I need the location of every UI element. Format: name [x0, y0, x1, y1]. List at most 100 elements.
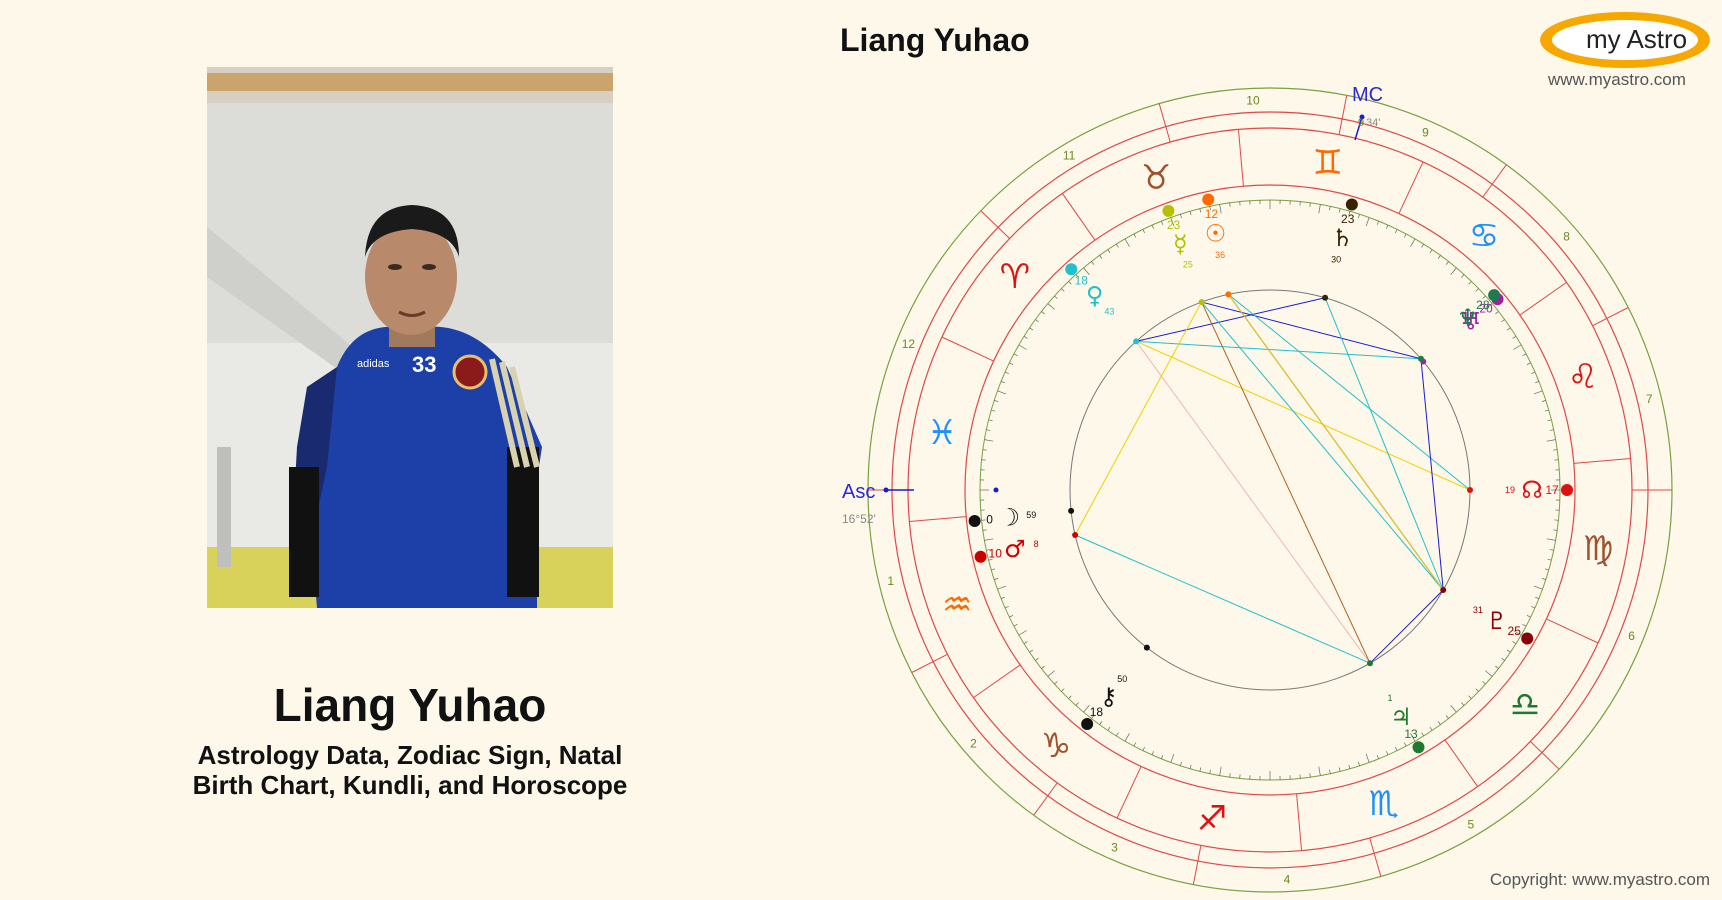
- planet-degree: 28: [1476, 298, 1490, 312]
- pluto-icon: ♇: [1486, 607, 1508, 635]
- site-url[interactable]: www.myastro.com: [1548, 70, 1686, 89]
- degree-tick: [1309, 202, 1311, 207]
- degree-tick: [986, 549, 991, 551]
- degree-tick: [1506, 327, 1511, 331]
- degree-tick: [1013, 353, 1018, 357]
- degree-tick: [1526, 362, 1531, 365]
- degree-tick: [1495, 311, 1499, 315]
- degree-tick: [1004, 371, 1009, 374]
- cancer-sign-icon: ♋: [1469, 216, 1499, 256]
- person-name: Liang Yuhao: [273, 679, 547, 731]
- degree-tick: [1421, 732, 1424, 737]
- aspect-point: [1322, 294, 1329, 301]
- aspect-point: [1068, 507, 1075, 514]
- degree-tick: [1501, 657, 1505, 661]
- moon-icon: ☽: [999, 503, 1021, 531]
- degree-tick: [1482, 681, 1486, 685]
- degree-tick: [1199, 767, 1202, 772]
- degree-tick: [1376, 220, 1379, 225]
- degree-tick: [994, 400, 999, 402]
- degree-tick: [1061, 288, 1065, 292]
- degree-tick: [1553, 449, 1558, 451]
- degree-tick: [1199, 208, 1202, 213]
- saturn-dot: [1345, 198, 1358, 211]
- planet-degree: 18: [1090, 705, 1104, 719]
- degree-tick: [1410, 733, 1416, 742]
- aspect-line: [1201, 301, 1444, 591]
- house-cusp-line: [1530, 741, 1560, 770]
- degree-tick: [991, 409, 996, 412]
- degree-tick: [1546, 439, 1556, 442]
- planet-minute: 36: [1215, 250, 1225, 260]
- degree-tick: [1410, 238, 1416, 247]
- degree-tick: [1099, 255, 1103, 259]
- sign-inner-ring: [964, 184, 1576, 796]
- degree-tick: [1348, 764, 1351, 769]
- degree-tick: [1544, 568, 1549, 571]
- planet-degree: 23: [1167, 218, 1181, 232]
- planet-minute: 25: [1183, 259, 1193, 269]
- degree-tick: [1329, 206, 1331, 211]
- degree-tick: [1475, 288, 1479, 292]
- degree-tick: [984, 538, 994, 541]
- degree-tick: [994, 578, 999, 580]
- degree-tick: [1180, 761, 1182, 766]
- house-number: 8: [1563, 230, 1570, 244]
- degree-tick: [1170, 217, 1175, 227]
- chart-title: Liang Yuhao: [840, 22, 1030, 58]
- degree-tick: [1475, 688, 1479, 692]
- degree-tick: [1513, 344, 1522, 350]
- aspect-line: [1074, 301, 1203, 536]
- degree-tick: [1000, 381, 1005, 384]
- sign-boundary: [973, 664, 1021, 699]
- house-number: 10: [1246, 93, 1260, 107]
- degree-tick: [1000, 596, 1005, 599]
- north-node-icon: ☊: [1521, 476, 1542, 504]
- aspect-lines: [1074, 293, 1471, 664]
- degree-tick: [1386, 224, 1389, 229]
- degree-tick: [1485, 303, 1493, 310]
- degree-tick: [1553, 529, 1558, 531]
- degree-tick: [1161, 755, 1164, 760]
- subtitle-line-1: Astrology Data, Zodiac Sign, Natal: [197, 740, 623, 770]
- planet-markers: ☉1236☿2325♀1843♄2330♅20♆28☊1719♇2531♃131…: [968, 193, 1573, 754]
- jupiter-icon: ♃: [1390, 703, 1412, 731]
- degree-tick: [1023, 336, 1028, 339]
- uranus-icon: ♅: [1460, 308, 1482, 336]
- degree-tick: [1035, 657, 1039, 661]
- degree-tick: [1546, 538, 1556, 541]
- planet-degree: 13: [1404, 727, 1418, 741]
- aspect-line: [1228, 294, 1444, 591]
- asc-label: Asc: [842, 481, 875, 503]
- degree-tick: [1116, 732, 1119, 737]
- degree-tick: [988, 419, 993, 422]
- planet-minute: 19: [1505, 485, 1515, 495]
- degree-tick: [1531, 371, 1536, 374]
- degree-tick: [1189, 211, 1192, 216]
- venus-icon: ♀: [1086, 281, 1104, 309]
- degree-tick: [1091, 715, 1095, 719]
- degree-tick: [1403, 742, 1407, 747]
- house-number: 7: [1646, 392, 1653, 406]
- degree-tick: [1133, 742, 1137, 747]
- degree-tick: [1075, 702, 1079, 706]
- degree-tick: [982, 529, 987, 531]
- libra-sign-icon: ♎: [1510, 685, 1540, 725]
- degree-tick: [1461, 274, 1465, 278]
- mc-label: MC: [1352, 84, 1383, 106]
- house-number: 3: [1111, 841, 1118, 855]
- north-node-dot: [1561, 484, 1573, 496]
- degree-tick: [1421, 243, 1424, 248]
- aspect-line: [1135, 340, 1471, 491]
- planet-degree: 23: [1341, 212, 1355, 226]
- myastro-logo[interactable]: my Astro: [1540, 12, 1710, 68]
- degree-tick: [1009, 362, 1014, 365]
- degree-tick: [1541, 578, 1546, 580]
- aspect-line: [1201, 301, 1371, 664]
- mars-dot: [974, 550, 987, 563]
- sagittarius-sign-icon: ♐: [1197, 799, 1227, 839]
- degree-tick: [1068, 281, 1072, 285]
- degree-tick: [1386, 751, 1389, 756]
- degree-tick: [1495, 665, 1499, 669]
